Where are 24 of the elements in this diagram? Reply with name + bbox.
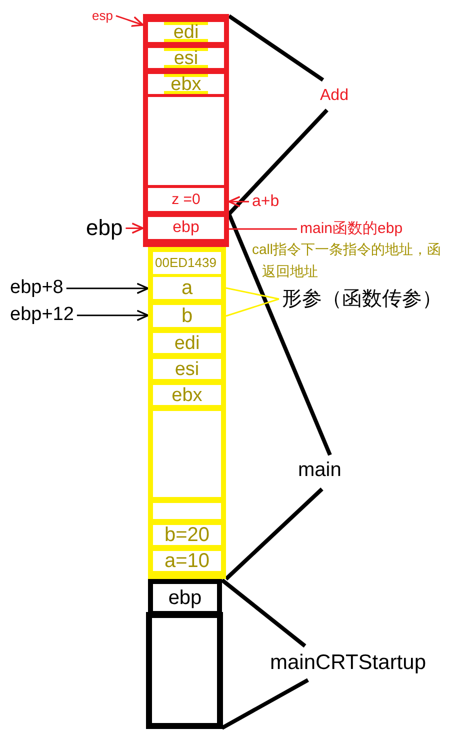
stack-frame [148,247,226,579]
stack-slot [146,612,223,729]
annotation-text: 形参（函数传参） [282,287,442,311]
arrow [116,15,144,27]
register-label: esp [92,8,113,24]
offset-label: ebp+12 [10,304,74,327]
leader-line [229,228,297,230]
frame-label: main [298,458,342,482]
arrow [76,310,149,322]
annotation-text: main函数的ebp [300,220,403,238]
annotation-text: 返回地址 [262,263,318,280]
arrow [66,282,149,294]
offset-label: ebp+8 [10,277,64,300]
leader-line [226,287,280,300]
frame-label: Add [320,86,348,106]
leader-line [226,298,280,317]
address-text: 00ED1439 [155,255,216,271]
register-label: ebp [86,215,123,242]
frame-label: mainCRTStartup [270,650,426,676]
arrow [126,222,144,234]
stack-frame [143,14,229,247]
annotation-text: call指令下一条指令的地址，函 [252,241,442,258]
annotation-text: a+b [252,192,280,212]
arrow [228,196,249,208]
